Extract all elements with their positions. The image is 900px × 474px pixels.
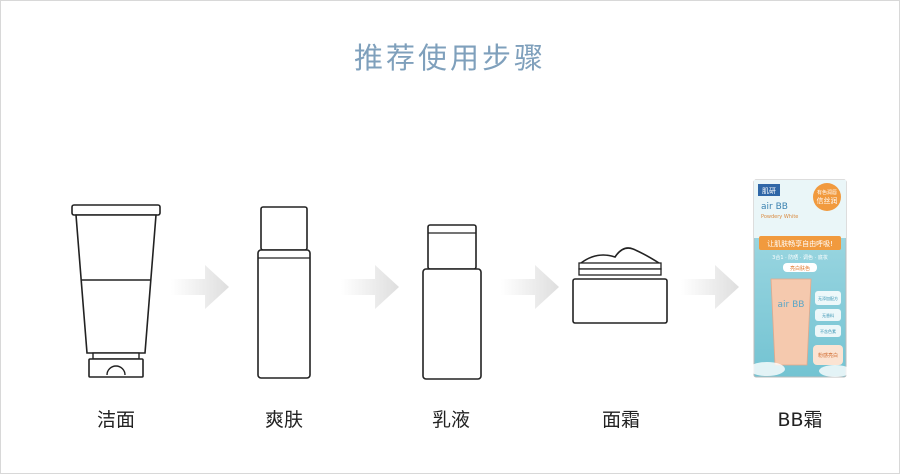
bb-badge-line1: 有色润唇 [817,189,837,196]
bb-side-3: 不含色素 [820,328,836,334]
toner-bottle-icon [256,205,312,381]
arrow-right-icon [501,263,561,311]
bb-tagline: 让肌肤畅享自由呼吸! [767,239,833,248]
step-label-toner: 爽肤 [264,409,303,431]
step-label-lotion: 乳液 [431,409,470,431]
step-label-cream: 面霜 [601,409,640,431]
bb-model: air BB [761,202,788,212]
bb-brand: 肌研 [762,187,776,195]
lotion-bottle-icon [421,223,483,381]
bb-side-1: 无添加配方 [818,295,838,301]
bb-side-2: 无香料 [822,312,834,318]
bb-bottom: 粉感亮白 [818,352,838,359]
tube-icon [69,203,163,381]
bb-badge-line2: 信丝润 [817,196,838,205]
bb-cream-package: 肌研 有色润唇 信丝润 air BB Powdery White 让肌肤畅享自由… [753,179,847,379]
cream-jar-icon [571,243,669,327]
bb-features: 3合1 · 防晒 · 调色 · 底妆 [772,254,828,261]
step-label-cleanser: 洁面 [96,409,135,431]
bb-tube-text: air BB [778,300,805,310]
bb-subtitle: Powdery White [761,214,798,220]
page-title: 推荐使用步骤 [353,41,546,75]
arrow-right-icon [171,263,231,311]
arrow-right-icon [341,263,401,311]
arrow-right-icon [681,263,741,311]
step-label-bb-cream: BB霜 [777,409,823,431]
bb-shade: 亮白肤色 [790,265,810,272]
